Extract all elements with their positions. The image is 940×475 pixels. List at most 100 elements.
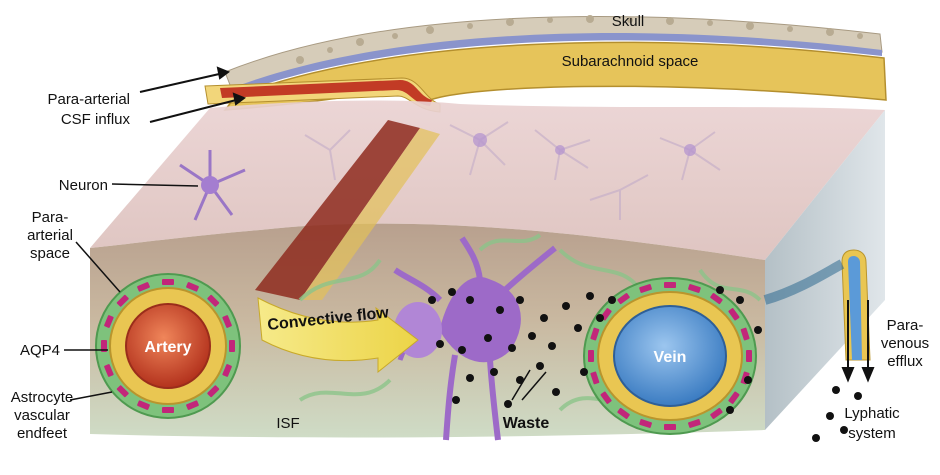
convective-flow-arrow (257, 297, 419, 374)
aqp4-channel (617, 293, 630, 305)
waste-particle (504, 400, 512, 408)
aqp4-channels-artery (101, 279, 235, 413)
para-venous-label-3: efflux (887, 353, 923, 370)
para-arterial-space-label-1: Para- (32, 209, 69, 226)
aqp4-channel (116, 294, 129, 307)
waste-particle (744, 376, 752, 384)
aqp4-channel (746, 350, 752, 362)
aqp4-channel (207, 385, 220, 398)
aqp4-channel (728, 308, 740, 321)
waste-particle (458, 346, 466, 354)
waste-particle (536, 362, 544, 370)
aqp4-channel (740, 327, 750, 341)
waste-particle (466, 296, 474, 304)
aqp4-channel (664, 424, 676, 430)
isf-label: ISF (276, 415, 299, 432)
waste-particle (580, 368, 588, 376)
aqp4-channel (137, 282, 150, 292)
cortex-neurons (473, 133, 696, 156)
waste-particle (608, 296, 616, 304)
aqp4-channel (207, 294, 220, 307)
aqp4-channel (590, 327, 600, 341)
para-arterial-influx-label-2: CSF influx (61, 111, 131, 128)
aqp4-channel (222, 315, 232, 328)
para-venous-label-2: venous (881, 335, 929, 352)
surface-artery (220, 80, 432, 106)
lymphatic-label-1: Lyphatic (844, 405, 900, 422)
waste-particle (832, 386, 840, 394)
aqp4-channel (137, 400, 150, 410)
artery-label: Artery (144, 339, 191, 356)
waste-particle (754, 326, 762, 334)
waste-particle (840, 426, 848, 434)
para-arterial-space-label-2: arterial (27, 227, 73, 244)
pointer-lines (64, 183, 547, 401)
waste-particle (548, 342, 556, 350)
aqp4-channel (710, 407, 723, 419)
waste-particle (716, 286, 724, 294)
aqp4-channel (728, 391, 740, 404)
background-cells (304, 121, 721, 220)
para-arterial-influx-label-1: Para-arterial (47, 91, 130, 108)
waste-particle (540, 314, 548, 322)
waste-particles (428, 286, 862, 442)
aqp4-channel (186, 400, 199, 410)
astrocyte-label-2: vascular (14, 407, 70, 424)
aqp4-channel (639, 284, 652, 293)
waste-particle (562, 302, 570, 310)
astrocyte-label-1: Astrocyte (11, 389, 74, 406)
aqp4-channel (162, 279, 174, 285)
waste-particle (452, 396, 460, 404)
aqp4-channel (186, 282, 199, 292)
waste-particle (484, 334, 492, 342)
waste-particle (552, 388, 560, 396)
aqp4-channel (104, 315, 114, 328)
waste-particle (496, 306, 504, 314)
aqp4-channel (162, 407, 174, 413)
waste-particle (428, 296, 436, 304)
waste-particle (586, 292, 594, 300)
aqp4-channel (116, 385, 129, 398)
neuron-label: Neuron (59, 177, 108, 194)
vein-label: Vein (654, 349, 687, 366)
aqp4-channels-vein (588, 282, 752, 430)
bone-texture (296, 15, 863, 64)
vein-cross-section (583, 277, 757, 435)
aqp4-label: AQP4 (20, 342, 60, 359)
aqp4-channel (222, 364, 232, 377)
para-arterial-space-label-3: space (30, 245, 70, 262)
artery-cross-section (95, 273, 241, 419)
para-venous-label-1: Para- (887, 317, 924, 334)
aqp4-channel (590, 371, 600, 385)
waste-particle (466, 374, 474, 382)
aqp4-channel (664, 282, 676, 288)
aqp4-channel (229, 340, 235, 352)
lymphatic-label-2: system (848, 425, 896, 442)
waste-particle (854, 392, 862, 400)
aqp4-channel (710, 293, 723, 305)
penetrating-artery (255, 120, 420, 300)
waste-particle (436, 340, 444, 348)
aqp4-channel (688, 284, 701, 293)
waste-particle (508, 344, 516, 352)
waste-label: Waste (503, 415, 550, 432)
aqp4-channel (617, 407, 630, 419)
waste-particle (812, 434, 820, 442)
waste-particle (528, 332, 536, 340)
aqp4-channel (588, 350, 594, 362)
cortex-top (90, 100, 885, 260)
waste-particle (726, 406, 734, 414)
subarachnoid-label: Subarachnoid space (562, 53, 699, 70)
waste-particle (574, 324, 582, 332)
flow-arrows (139, 66, 875, 383)
neuron-cell (179, 150, 246, 221)
waste-particle (516, 296, 524, 304)
aqp4-channel (600, 391, 612, 404)
skull-label: Skull (612, 13, 645, 30)
astrocyte-label-3: endfeet (17, 425, 68, 442)
waste-particle (490, 368, 498, 376)
waste-particle (596, 314, 604, 322)
aqp4-channel (101, 340, 107, 352)
